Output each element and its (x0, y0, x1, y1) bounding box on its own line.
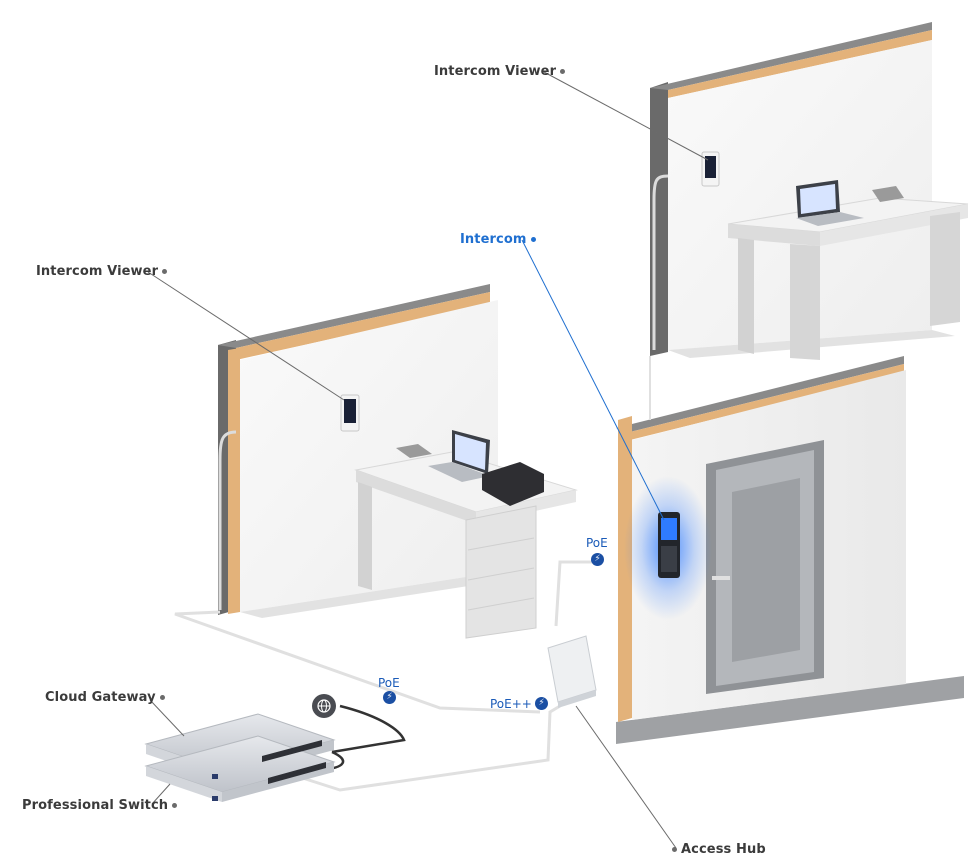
intercom-viewer-device-top (701, 151, 720, 187)
wall-left (218, 284, 520, 618)
leader-lines (147, 71, 709, 849)
intercom-device (624, 476, 712, 620)
intercom-viewer-device-left (340, 394, 360, 432)
cabling (174, 356, 651, 792)
label-intercom: Intercom (460, 232, 540, 247)
label-cloud-gateway: Cloud Gateway (45, 690, 169, 705)
label-intercom-viewer-top: Intercom Viewer (434, 64, 569, 79)
network-rack (144, 713, 336, 802)
pointer-dot (162, 269, 168, 274)
desk-left (354, 430, 578, 639)
pointer-dot (560, 69, 566, 74)
access-hub-device (547, 635, 597, 708)
pointer-dot (159, 695, 165, 700)
desk-top-right (727, 180, 969, 360)
lightning-bolt-icon: ⚡ (591, 553, 604, 566)
poe-plus-label: PoE++ (490, 697, 532, 711)
door-wall (616, 356, 964, 744)
lightning-bolt-icon: ⚡ (383, 691, 396, 704)
lightning-bolt-icon: ⚡ (535, 697, 548, 710)
label-professional-switch: Professional Switch (22, 798, 181, 813)
poe-label-center: PoE (378, 676, 400, 690)
pointer-dot (530, 237, 536, 242)
pointer-dot (172, 803, 178, 808)
label-intercom-viewer-left: Intercom Viewer (36, 264, 171, 279)
pointer-dot (672, 847, 677, 852)
globe-icon (312, 694, 336, 718)
poe-label-right: PoE (586, 536, 608, 550)
label-access-hub: Access Hub (668, 842, 766, 857)
